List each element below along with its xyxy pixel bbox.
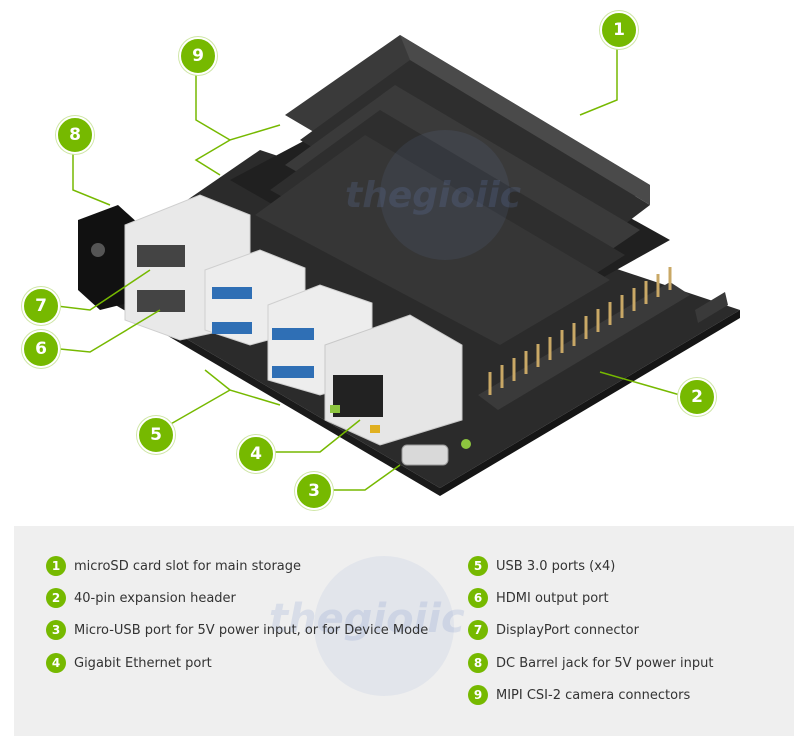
legend-item-4: 4 Gigabit Ethernet port [46, 652, 212, 674]
pcb-board-edge-right [440, 310, 740, 496]
legend-number: 6 [468, 588, 488, 608]
callout-6: 6 [22, 330, 60, 368]
callout-3: 3 [295, 472, 333, 510]
legend-item-1: 1 microSD card slot for main storage [46, 555, 301, 577]
legend-item-5: 5 USB 3.0 ports (x4) [468, 555, 615, 577]
gpio-header [478, 282, 690, 410]
legend-item-3: 3 Micro-USB port for 5V power input, or … [46, 619, 428, 641]
legend-item-9: 9 MIPI CSI-2 camera connectors [468, 684, 690, 706]
legend-number: 4 [46, 653, 66, 673]
legend-number: 2 [46, 588, 66, 608]
legend-label: USB 3.0 ports (x4) [496, 558, 616, 574]
callout-2: 2 [678, 378, 716, 416]
legend-label: HDMI output port [496, 590, 609, 606]
legend-item-8: 8 DC Barrel jack for 5V power input [468, 652, 713, 674]
heatsink-fins [255, 35, 650, 345]
watermark-globe [380, 130, 510, 260]
legend-item-6: 6 HDMI output port [468, 587, 609, 609]
legend-number: 8 [468, 653, 488, 673]
gpio-pins [488, 267, 672, 395]
jetson-board-illustration [39, 35, 740, 496]
watermark-text: thegioiic [345, 175, 522, 216]
board-diagram: thegioiic 1 2 3 4 5 6 7 8 9 [22, 11, 740, 510]
jumper-header [695, 292, 728, 323]
legend-item-7: 7 DisplayPort connector [468, 619, 639, 641]
legend-label: Gigabit Ethernet port [74, 655, 212, 671]
callout-7: 7 [22, 287, 60, 325]
callout-1: 1 [600, 11, 638, 49]
legend-number: 7 [468, 620, 488, 640]
legend-label: Micro-USB port for 5V power input, or fo… [74, 622, 429, 638]
leader-lines [39, 45, 681, 491]
legend-watermark-globe [314, 556, 454, 696]
legend-label: MIPI CSI-2 camera connectors [496, 687, 691, 703]
callout-4: 4 [237, 435, 275, 473]
legend-label: microSD card slot for main storage [74, 558, 302, 574]
callout-8: 8 [56, 116, 94, 154]
legend-item-2: 2 40-pin expansion header [46, 587, 236, 609]
legend-number: 5 [468, 556, 488, 576]
legend-number: 3 [46, 620, 66, 640]
callout-5: 5 [137, 416, 175, 454]
legend-label: DC Barrel jack for 5V power input [496, 655, 714, 671]
micro-usb-port [401, 444, 449, 466]
legend-label: DisplayPort connector [496, 622, 639, 638]
legend-number: 9 [468, 685, 488, 705]
legend-number: 1 [46, 556, 66, 576]
legend-watermark-text: thegioiic [269, 596, 465, 642]
callout-9: 9 [179, 37, 217, 75]
legend-panel: thegioiic 1 microSD card slot for main s… [14, 526, 794, 736]
legend-label: 40-pin expansion header [74, 590, 236, 606]
